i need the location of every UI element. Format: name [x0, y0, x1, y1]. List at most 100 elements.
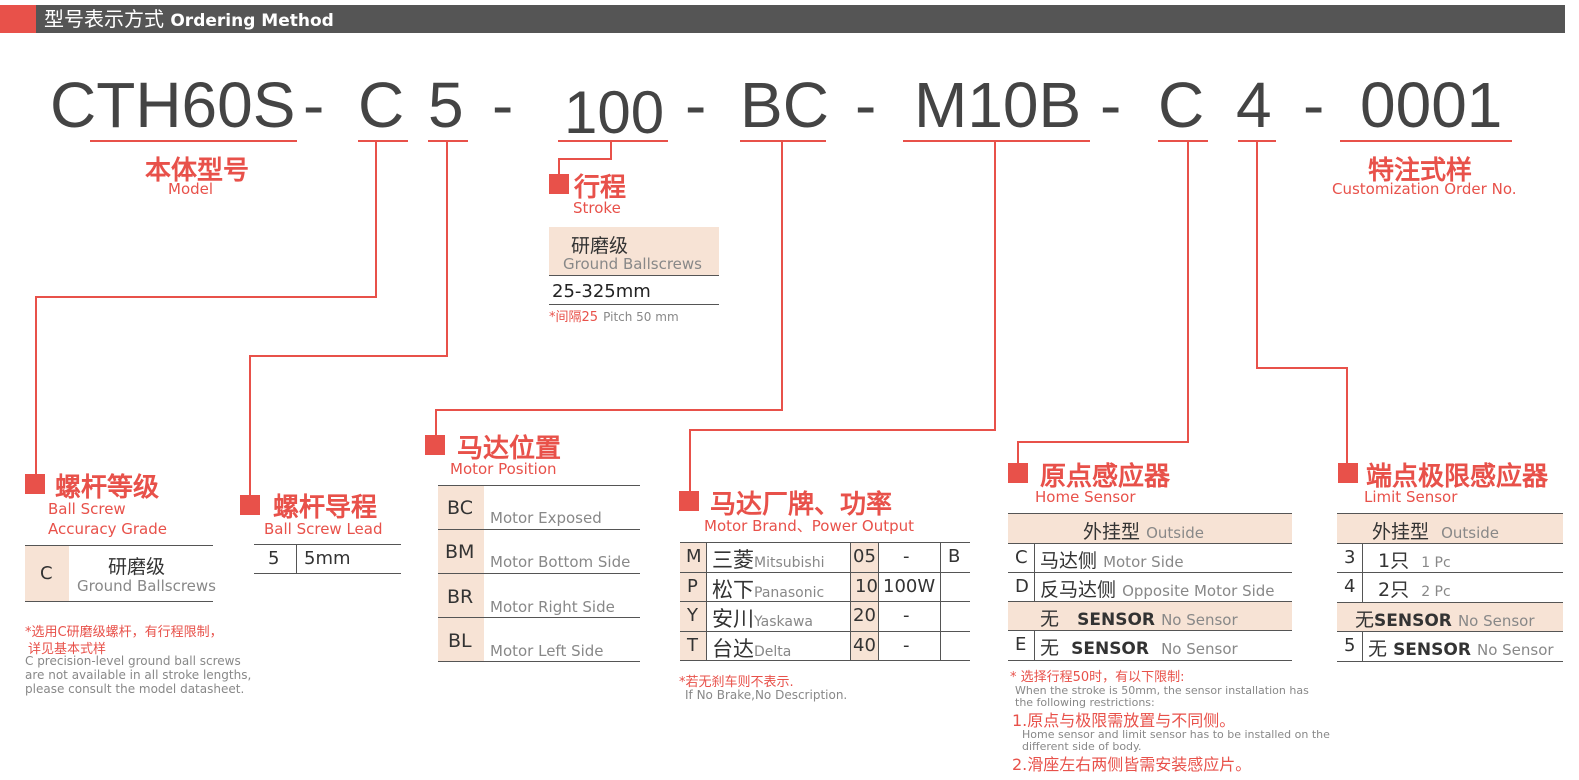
brand-power-code: 10	[855, 576, 878, 597]
connector-line	[35, 296, 37, 474]
brand-power-code: 40	[853, 635, 876, 656]
divider	[254, 573, 401, 574]
code-dash: -	[303, 69, 325, 141]
limit-title-row	[1337, 513, 1563, 543]
code-dash: -	[1100, 69, 1122, 141]
divider	[1008, 543, 1292, 544]
brand-brake: B	[948, 546, 961, 567]
home-label-en: Home Sensor	[1035, 488, 1136, 506]
divider	[438, 617, 640, 618]
accuracy-note: *选用C研磨级螺杆，有行程限制，	[25, 625, 223, 640]
code-dash: -	[492, 69, 514, 141]
home-code: C	[1015, 547, 1028, 568]
motor-pos-code: BM	[445, 541, 475, 563]
divider	[1337, 602, 1563, 603]
section-marker	[1338, 463, 1358, 483]
motor-pos-desc: Motor Exposed	[490, 509, 602, 527]
motor-pos-desc: Motor Right Side	[490, 598, 615, 616]
connector-line	[781, 141, 783, 411]
connector-line	[1256, 141, 1258, 369]
code-model: CTH60S	[50, 69, 296, 141]
connector-line	[1256, 367, 1348, 369]
lead-label-cn: 螺杆导程	[273, 493, 378, 523]
custom-label-en: Customization Order No.	[1332, 180, 1517, 198]
code-limit: 4	[1236, 69, 1272, 141]
accuracy-note: 详见基本式样	[28, 642, 107, 657]
header-bar	[0, 5, 1565, 33]
limit-row: 无 SENSOR No Sensor	[1368, 638, 1554, 660]
stroke-grade-box	[549, 227, 719, 276]
lead-value: 5mm	[304, 548, 351, 569]
brand-watt: -	[903, 546, 910, 567]
code-brand: M10B	[914, 69, 1082, 141]
divider	[680, 572, 970, 573]
connector-line	[249, 355, 448, 357]
underline	[428, 140, 468, 142]
lead-code: 5	[268, 548, 280, 569]
underline	[903, 140, 1090, 142]
divider	[1337, 631, 1563, 632]
connector-line	[1187, 141, 1189, 443]
divider	[1008, 572, 1292, 573]
home-title-row	[1008, 513, 1292, 543]
connector-line	[375, 141, 377, 297]
divider	[680, 631, 970, 632]
limit-row: 2只 2 Pc	[1378, 579, 1451, 601]
home-note: 1.原点与极限需放置与不同侧。	[1012, 711, 1236, 730]
accuracy-note: please consult the model datasheet.	[25, 682, 245, 696]
brand-row: 三菱Mitsubishi	[712, 548, 825, 572]
divider	[850, 542, 851, 660]
brand-watt: -	[903, 605, 910, 626]
brand-power-code: 20	[853, 605, 876, 626]
code-motor-pos: BC	[740, 69, 829, 141]
home-code: D	[1015, 576, 1029, 597]
section-marker	[1008, 463, 1028, 483]
divider	[1337, 513, 1563, 514]
accuracy-label-en2: Accuracy Grade	[48, 520, 167, 538]
motor-pos-label-en: Motor Position	[450, 460, 557, 478]
divider	[680, 660, 970, 661]
code-lead: 5	[428, 69, 464, 141]
home-row: 马达侧 Motor Side	[1040, 550, 1184, 572]
connector-line	[435, 409, 437, 435]
code-dash: -	[1303, 69, 1325, 141]
brand-power-code: 05	[853, 546, 876, 567]
brand-watt: -	[903, 635, 910, 656]
brand-row: 台达Delta	[712, 637, 792, 661]
section-marker	[240, 495, 260, 515]
connector-line	[35, 296, 377, 298]
connector-line	[610, 141, 612, 159]
connector-line	[435, 409, 783, 411]
accuracy-note: are not available in all stroke lengths,	[25, 668, 252, 682]
divider	[25, 545, 213, 546]
divider	[1034, 630, 1035, 660]
divider	[680, 601, 970, 602]
underline	[1340, 140, 1512, 142]
limit-row: 1只 1 Pc	[1378, 550, 1451, 572]
divider	[438, 485, 640, 486]
home-none-row	[1008, 601, 1292, 630]
accuracy-label-cn: 螺杆等级	[55, 473, 160, 503]
home-code: E	[1015, 634, 1027, 655]
connector-line	[558, 158, 612, 160]
underline	[358, 140, 408, 142]
brand-label-cn: 马达厂牌、功率	[710, 490, 893, 520]
code-dash: -	[685, 69, 707, 141]
motor-pos-code: BC	[447, 497, 473, 519]
accuracy-grade-en: Ground Ballscrews	[77, 577, 216, 595]
limit-code: 4	[1344, 576, 1356, 597]
motor-pos-code: BL	[448, 630, 472, 652]
connector-line	[994, 141, 996, 431]
underline	[90, 140, 297, 142]
connector-line	[1017, 441, 1189, 443]
stroke-note: *间隔25 Pitch 50 mm	[549, 310, 679, 325]
motor-pos-code: BR	[447, 586, 474, 608]
brand-note-cn: *若无刹车则不表示.	[679, 675, 794, 690]
section-marker	[679, 491, 699, 511]
connector-line	[689, 429, 691, 491]
divider	[1337, 661, 1563, 662]
home-title: 外挂型 Outside	[1083, 521, 1204, 543]
code-dash: -	[855, 69, 877, 141]
stroke-grade-en: Ground Ballscrews	[563, 255, 702, 273]
accuracy-grade-cn: 研磨级	[108, 556, 166, 578]
